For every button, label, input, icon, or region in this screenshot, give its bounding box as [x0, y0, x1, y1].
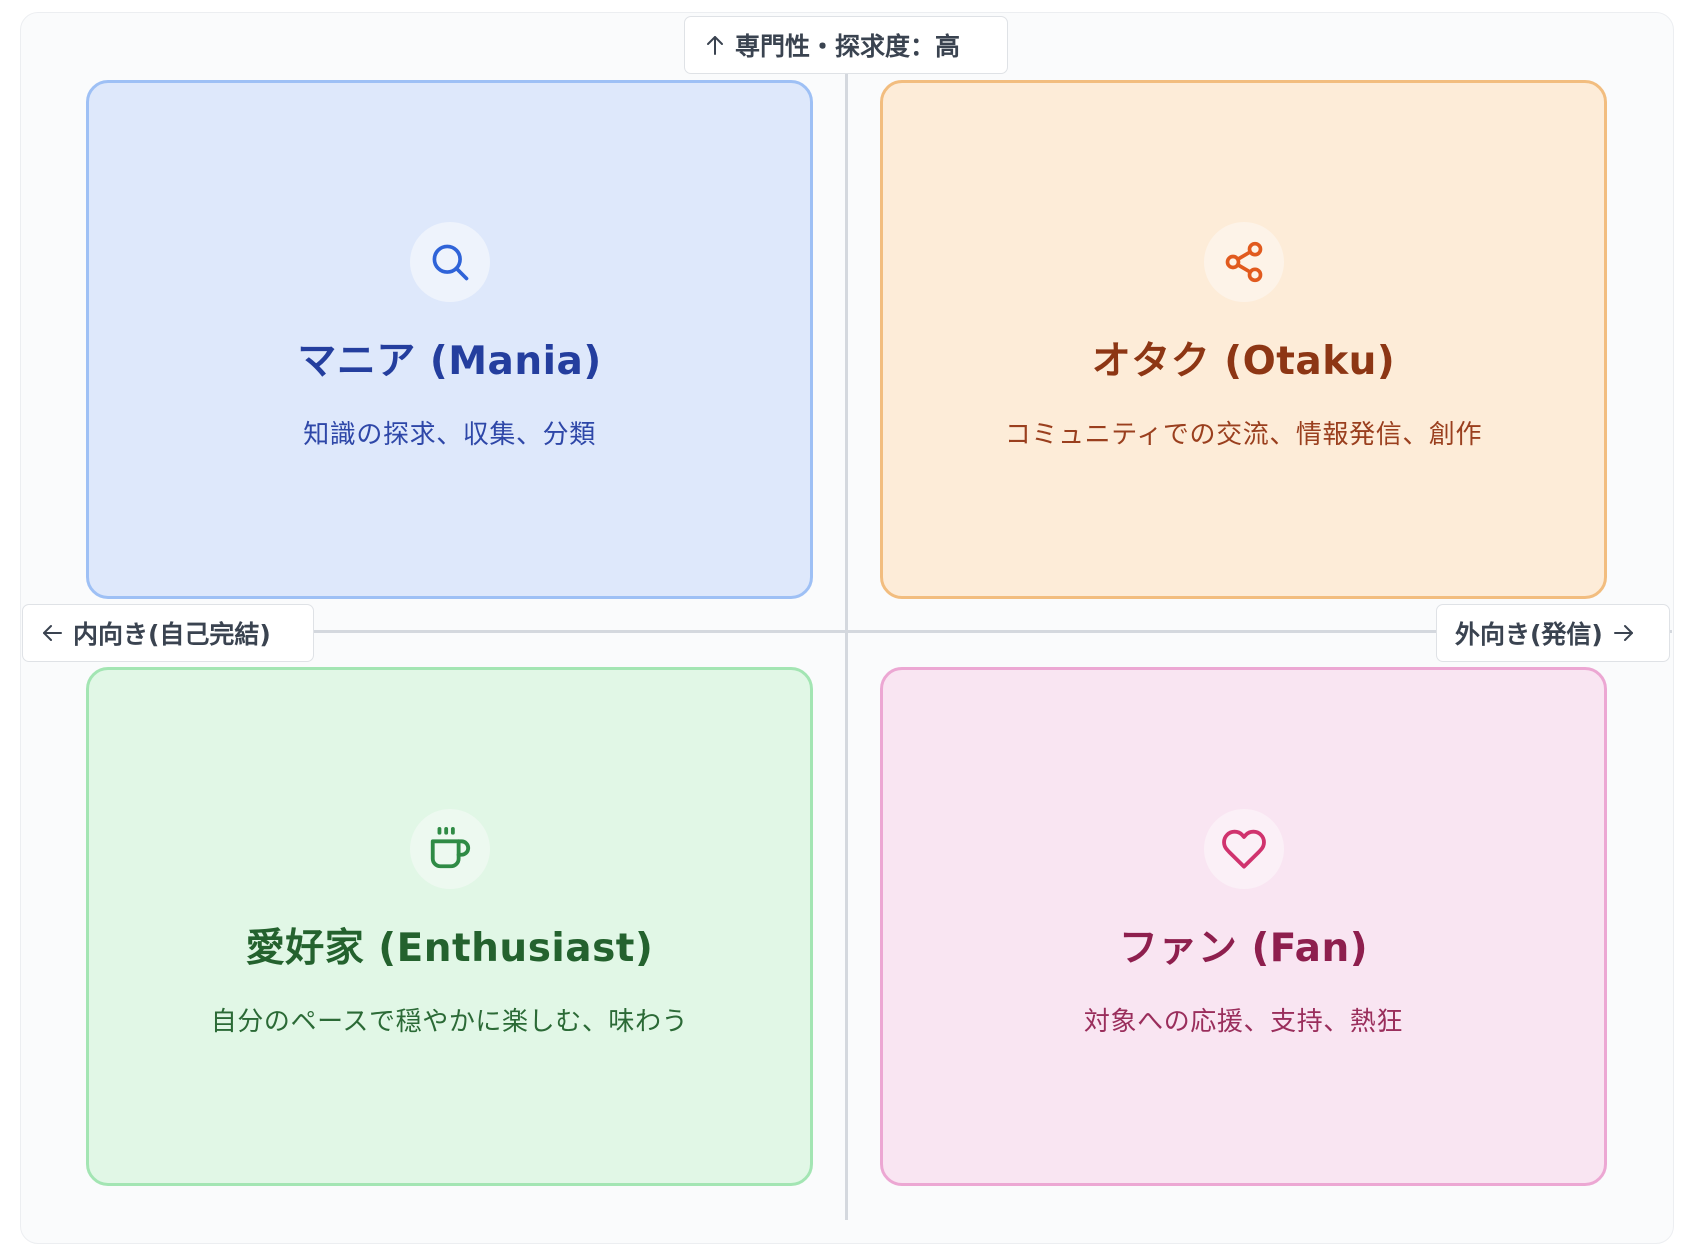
axis-label-top-text: 専門性・探求度：高 — [735, 32, 961, 61]
axis-label-right: 外向き(発信) — [1436, 604, 1670, 662]
quadrant-subtitle: 自分のペースで穏やかに楽しむ、味わう — [210, 1007, 689, 1037]
coffee-cup-icon — [409, 809, 490, 889]
quadrant-title: マニア (Mania) — [297, 339, 602, 384]
axis-label-top: 専門性・探求度：高 — [684, 16, 1008, 74]
heart-icon — [1203, 809, 1284, 889]
quadrant-title: ファン (Fan) — [1118, 926, 1369, 971]
share-icon — [1203, 222, 1284, 302]
quadrant-otaku: オタク (Otaku) コミュニティでの交流、情報発信、創作 — [880, 80, 1607, 599]
quadrant-mania: マニア (Mania) 知識の探求、収集、分類 — [86, 80, 813, 599]
quadrant-fan: ファン (Fan) 対象への応援、支持、熱狂 — [880, 667, 1607, 1186]
quadrant-title: 愛好家 (Enthusiast) — [245, 926, 654, 971]
arrow-right-icon — [1613, 625, 1633, 641]
horizontal-axis — [22, 630, 1672, 633]
vertical-axis — [845, 72, 848, 1220]
search-icon — [409, 222, 490, 302]
axis-label-right-text: 外向き(発信) — [1455, 620, 1603, 649]
axis-label-left: 内向き(自己完結) — [22, 604, 314, 662]
quadrant-title: オタク (Otaku) — [1091, 339, 1396, 384]
arrow-left-icon — [43, 625, 62, 641]
axis-label-left-text: 内向き(自己完結) — [73, 620, 271, 649]
quadrant-enthusiast: 愛好家 (Enthusiast) 自分のペースで穏やかに楽しむ、味わう — [86, 667, 813, 1186]
quadrant-subtitle: 対象への応援、支持、熱狂 — [1083, 1007, 1404, 1037]
quadrant-subtitle: 知識の探求、収集、分類 — [303, 420, 596, 450]
quadrant-subtitle: コミュニティでの交流、情報発信、創作 — [1004, 420, 1483, 450]
arrow-up-icon — [707, 36, 723, 55]
